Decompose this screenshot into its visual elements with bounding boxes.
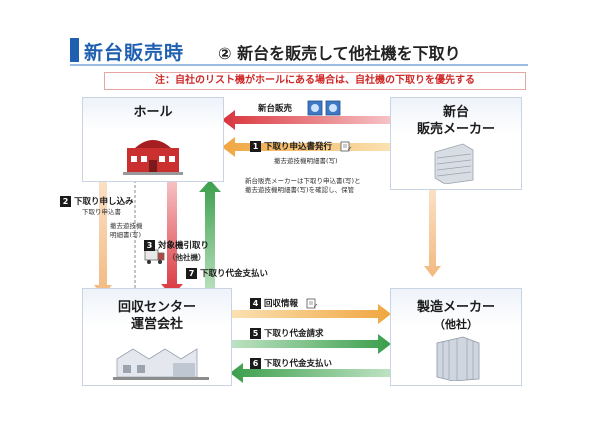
arrow-step3 bbox=[161, 180, 183, 296]
title-underline bbox=[70, 64, 528, 66]
arrow-new-sale bbox=[222, 110, 390, 130]
recovery-center-box: 回収センター 運営会社 bbox=[82, 288, 232, 386]
step2-doc1: 下取り申込書 bbox=[82, 208, 121, 216]
page-subtitle: ② 新台を販売して他社機を下取り bbox=[218, 44, 461, 63]
step7-text: 下取り代金支払い bbox=[200, 269, 269, 279]
step2-text: 下取り申し込み bbox=[74, 197, 134, 207]
arrow-step4 bbox=[230, 304, 391, 324]
new-sale-label: 新台販売 bbox=[258, 104, 293, 114]
hall-box: ホール bbox=[82, 97, 224, 182]
factory-icon bbox=[113, 348, 209, 380]
hall-building-icon bbox=[123, 140, 183, 175]
page-title: 新台販売時 bbox=[84, 42, 185, 64]
arrow-step7 bbox=[199, 180, 221, 296]
step1-number: 1 bbox=[250, 141, 261, 152]
step4-number: 4 bbox=[250, 298, 261, 309]
step5-number: 5 bbox=[250, 328, 261, 339]
arrow-maker-down bbox=[424, 188, 441, 277]
maker-note-line1: 新台販売メーカーは下取り申込書(写)と bbox=[245, 177, 361, 185]
tower-building-icon bbox=[436, 336, 480, 381]
new-maker-box: 新台 販売メーカー bbox=[390, 97, 522, 190]
step2-doc2-line1: 撤去遊技機 bbox=[110, 222, 143, 230]
arrow-step1 bbox=[222, 137, 390, 157]
manufacturer-label-1: 製造メーカー bbox=[416, 300, 495, 315]
document-icon bbox=[306, 298, 318, 309]
step7-number: 7 bbox=[186, 268, 197, 279]
step2-doc2-line2: 明細書(写) bbox=[110, 231, 142, 239]
title-accent-bar bbox=[70, 38, 79, 62]
maker-note-line2: 撤去遊技機明細書(写)を確認し、保管 bbox=[245, 186, 355, 194]
step3-text: 対象機引取り bbox=[158, 241, 210, 251]
recovery-label-1: 回収センター bbox=[117, 300, 196, 315]
new-maker-label-1: 新台 bbox=[442, 105, 469, 120]
step6-text: 下取り代金支払い bbox=[264, 359, 333, 369]
step3-number: 3 bbox=[144, 240, 155, 251]
step5-text: 下取り代金請求 bbox=[264, 329, 324, 339]
arrow-step2 bbox=[94, 180, 112, 296]
document-icon bbox=[340, 141, 352, 152]
step4-text: 回収情報 bbox=[264, 299, 299, 309]
priority-note: 注：自社のリスト機がホールにある場合は、自社機の下取りを優先する bbox=[104, 72, 526, 90]
manufacturer-box: 製造メーカー （他社） bbox=[390, 288, 522, 386]
hall-label: ホール bbox=[133, 105, 173, 120]
step3-sub: （他社機） bbox=[168, 253, 206, 262]
office-building-icon bbox=[434, 143, 474, 184]
pachinko-machine-icon bbox=[307, 100, 341, 116]
new-maker-label-2: 販売メーカー bbox=[416, 122, 495, 137]
recovery-label-2: 運営会社 bbox=[130, 317, 183, 332]
step1-text: 下取り申込書発行 bbox=[264, 142, 333, 152]
step1-doc: 撤去遊技機明細書(写) bbox=[274, 157, 338, 165]
arrow-step5 bbox=[230, 334, 391, 354]
step2-number: 2 bbox=[60, 196, 71, 207]
arrow-step6 bbox=[230, 363, 391, 383]
manufacturer-label-2: （他社） bbox=[434, 318, 478, 331]
step6-number: 6 bbox=[250, 358, 261, 369]
